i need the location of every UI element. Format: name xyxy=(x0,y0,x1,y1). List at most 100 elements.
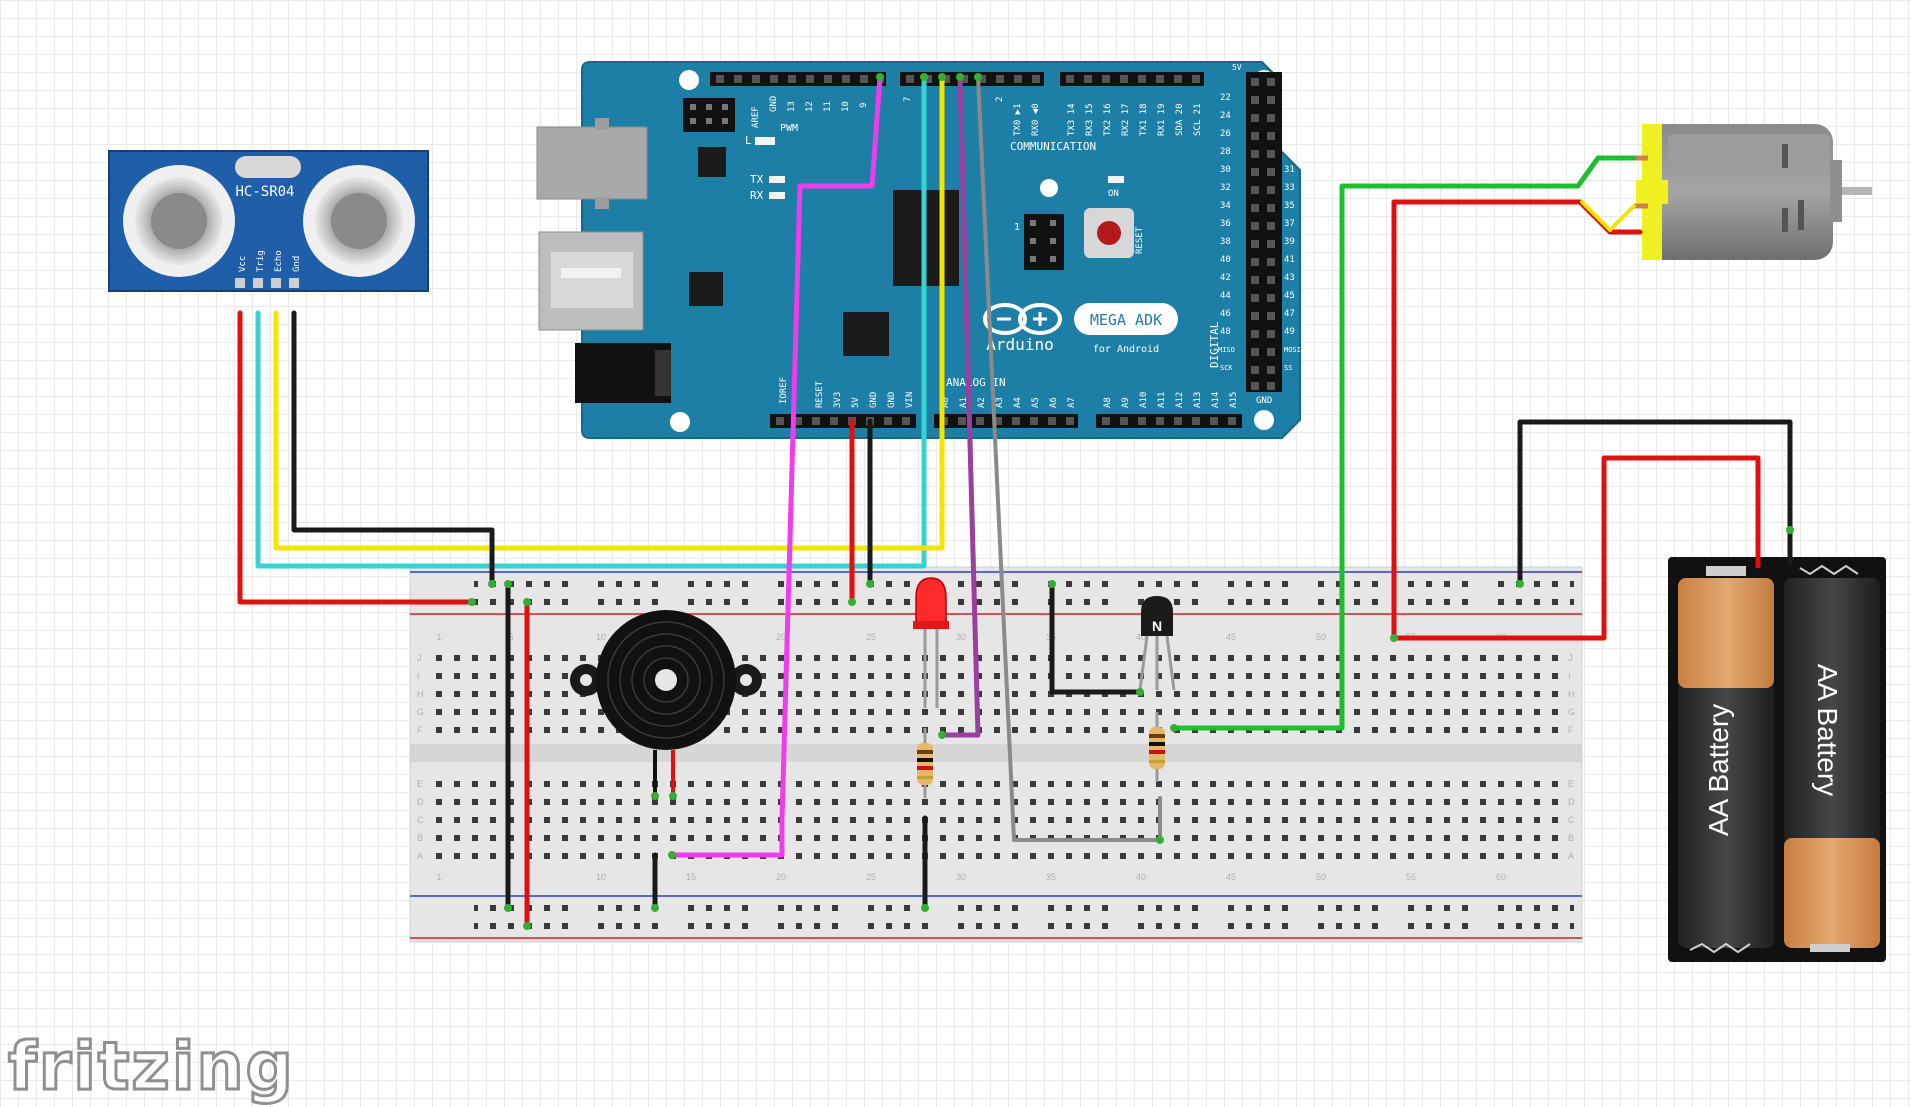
digital-pin-label: 24 xyxy=(1220,111,1231,121)
row-letter: A xyxy=(1568,851,1574,861)
power-pin-label: GND xyxy=(887,392,897,408)
arduino-logo: Arduino xyxy=(983,303,1062,354)
header-label: SCL 21 xyxy=(1193,103,1203,136)
digital-pin-label: MOSI xyxy=(1284,346,1301,354)
analog-pin-label: A1 xyxy=(959,397,969,408)
header-label: RX1 19 xyxy=(1157,103,1167,136)
header-label: TX3 14 xyxy=(1067,103,1077,136)
header-label: 7 xyxy=(903,97,913,102)
header-label: TX0 ▶1 xyxy=(1013,103,1023,136)
dc-motor xyxy=(1634,124,1872,260)
digital-pin-label: 45 xyxy=(1284,291,1295,301)
digital-pin-label: 43 xyxy=(1284,273,1295,283)
led-rx-label: RX xyxy=(750,189,764,202)
wire-led-signal xyxy=(939,74,981,738)
digital-pin-label: 42 xyxy=(1220,273,1231,283)
communication-label: COMMUNICATION xyxy=(1010,140,1096,153)
analog-pin-label: A12 xyxy=(1175,392,1185,408)
column-number: 45 xyxy=(1226,632,1236,642)
resistor xyxy=(917,728,933,798)
analog-pin-label: A4 xyxy=(1013,397,1023,408)
pin-label: Gnd xyxy=(292,256,302,272)
row-letter: C xyxy=(1568,815,1575,825)
digital-pin-label: 35 xyxy=(1284,201,1295,211)
analog-pin-label: A9 xyxy=(1121,397,1131,408)
column-number: 10 xyxy=(596,632,606,642)
column-number: 25 xyxy=(866,632,876,642)
column-number: 10 xyxy=(596,872,606,882)
column-number: 15 xyxy=(686,872,696,882)
fritzing-watermark: fritzing xyxy=(7,1027,295,1107)
digital-pin-label: 44 xyxy=(1220,291,1231,301)
wire-transistor-signal xyxy=(976,75,1162,842)
header-label: AREF xyxy=(751,106,761,128)
digital-pin-label: 34 xyxy=(1220,201,1231,211)
digital-pin-label: 39 xyxy=(1284,237,1295,247)
piezo-buzzer xyxy=(570,610,762,796)
row-letter: B xyxy=(417,833,423,843)
digital-pin-label: 41 xyxy=(1284,255,1295,265)
wires xyxy=(237,74,1793,929)
column-number: 20 xyxy=(776,632,786,642)
on-label: ON xyxy=(1108,189,1119,199)
header-label: 2 xyxy=(995,97,1005,102)
analog-pin-label: A0 xyxy=(941,397,951,408)
row-letter: C xyxy=(417,815,424,825)
row-letter: I xyxy=(1568,671,1571,681)
power-pin-label: RESET xyxy=(815,380,825,408)
column-number: 40 xyxy=(1136,632,1146,642)
row-letter: I xyxy=(417,671,420,681)
column-number: 55 xyxy=(1406,872,1416,882)
header-label: RX3 15 xyxy=(1085,103,1095,136)
column-number: 25 xyxy=(866,872,876,882)
wire-transistor-gnd xyxy=(1049,581,1143,695)
digital-pin-label: 28 xyxy=(1220,147,1231,157)
analog-pin-label: A6 xyxy=(1049,397,1059,408)
header-label: RX0 ◀0 xyxy=(1031,103,1041,136)
row-letter: A xyxy=(417,851,423,861)
analog-pin-label: A8 xyxy=(1103,397,1113,408)
led-l-label: L xyxy=(745,134,752,147)
analog-pin-label: A11 xyxy=(1157,392,1167,408)
row-letter: B xyxy=(1568,833,1574,843)
led-tx-label: TX xyxy=(750,173,764,186)
ultrasonic-label: HC-SR04 xyxy=(235,184,294,200)
column-number: 30 xyxy=(956,632,966,642)
digital-pin-label: 22 xyxy=(1220,93,1231,103)
row-letter: D xyxy=(417,797,424,807)
analog-pin-label: A7 xyxy=(1067,397,1077,408)
wire-motor-green xyxy=(1171,155,1637,731)
row-letter: F xyxy=(1568,725,1574,735)
analog-pin-label: A3 xyxy=(995,397,1005,408)
icsp-pin-one: 1 xyxy=(1014,222,1020,233)
row-letter: H xyxy=(1568,689,1575,699)
header-label: GND xyxy=(769,96,779,112)
row-letter: E xyxy=(1568,779,1574,789)
row-letter: J xyxy=(1568,653,1573,663)
digital-pin-label: 40 xyxy=(1220,255,1231,265)
power-pin-label: VIN xyxy=(905,392,915,408)
column-number: 50 xyxy=(1316,872,1326,882)
row-letter: E xyxy=(417,779,423,789)
power-pin-label: 3V3 xyxy=(833,392,843,408)
analog-pin-label: A14 xyxy=(1211,392,1221,408)
wire-sensor-echo xyxy=(273,74,945,551)
header-label: SDA 20 xyxy=(1175,103,1185,136)
wire-buzzer-signal xyxy=(669,74,883,858)
power-pin-label: IOREF xyxy=(779,377,789,404)
digital-pin-label: 48 xyxy=(1220,327,1231,337)
resistor xyxy=(1149,712,1165,782)
power-pin-label: 5V xyxy=(851,397,861,408)
column-number: 30 xyxy=(956,872,966,882)
digital-pin-label: 47 xyxy=(1284,309,1295,319)
digital-label: DIGITAL xyxy=(1208,321,1221,368)
row-letter: G xyxy=(1568,707,1575,717)
header-label: 10 xyxy=(841,101,851,112)
analog-in-label: ANALOG IN xyxy=(946,376,1006,389)
digital-pin-label: SCK xyxy=(1220,364,1233,372)
wire-sensor-gnd xyxy=(291,310,495,587)
row-letter: D xyxy=(1568,797,1575,807)
digital-pin-label: SS xyxy=(1284,364,1292,372)
header-label: 12 xyxy=(805,101,815,112)
